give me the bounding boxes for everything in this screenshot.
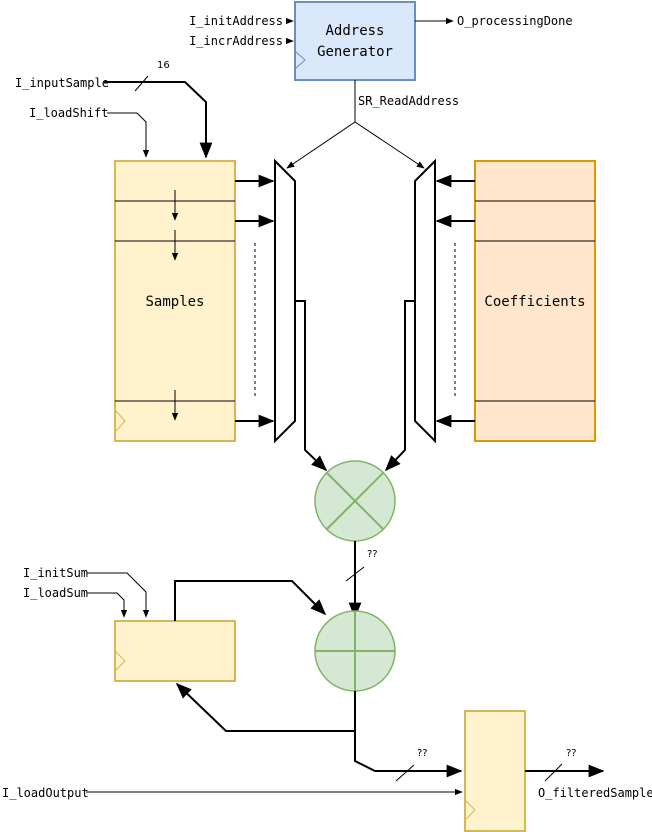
output-width-slash (544, 763, 563, 782)
output-register (464, 710, 526, 832)
incr-address-label: I_incrAddress (189, 34, 283, 48)
input-sample-width-slash (134, 75, 149, 92)
load-sum-arrow (87, 592, 128, 618)
product-width: ?? (367, 549, 378, 560)
coefficients-block: Coefficients (454, 160, 596, 442)
accumulator-register (114, 620, 236, 682)
feedback-width-slash (395, 764, 415, 782)
feedback-width: ?? (417, 748, 428, 759)
read-address-right-arrow (354, 121, 425, 169)
input-sample-bus (104, 81, 213, 159)
coefficients-label: Coefficients (484, 294, 585, 310)
address-generator-label-2: Generator (317, 44, 393, 60)
accumulator-to-adder (174, 580, 327, 621)
read-address-left-arrow (286, 121, 356, 169)
init-sum-arrow (87, 572, 150, 618)
input-sample-label: I_inputSample (15, 76, 109, 90)
address-generator-block: Address Generator (294, 1, 416, 81)
output-width: ?? (566, 748, 577, 759)
samples-block: Samples (114, 160, 256, 442)
address-generator-label-1: Address (325, 23, 384, 39)
read-address-label: SR_ReadAddress (358, 94, 459, 108)
product-width-slash (345, 566, 365, 582)
processing-done-label: O_processingDone (457, 14, 573, 28)
sample-to-multiplier (295, 300, 328, 472)
samples-mux (274, 158, 296, 444)
input-sample-width: 16 (157, 60, 170, 71)
filtered-sample-label: O_filteredSample (538, 786, 652, 800)
init-address-label: I_initAddress (189, 14, 283, 28)
coeff-to-multiplier (384, 300, 415, 472)
adder-feedback (175, 682, 356, 732)
load-shift-arrow (107, 112, 150, 158)
adder (314, 610, 396, 692)
load-shift-label: I_loadShift (29, 106, 108, 120)
multiplier (314, 460, 396, 542)
load-output-label: I_loadOutput (2, 786, 89, 800)
sum-to-output-register (354, 731, 463, 778)
load-sum-label: I_loadSum (23, 586, 88, 600)
init-sum-label: I_initSum (23, 566, 88, 580)
coefficients-mux (414, 158, 436, 444)
samples-label: Samples (145, 294, 204, 310)
